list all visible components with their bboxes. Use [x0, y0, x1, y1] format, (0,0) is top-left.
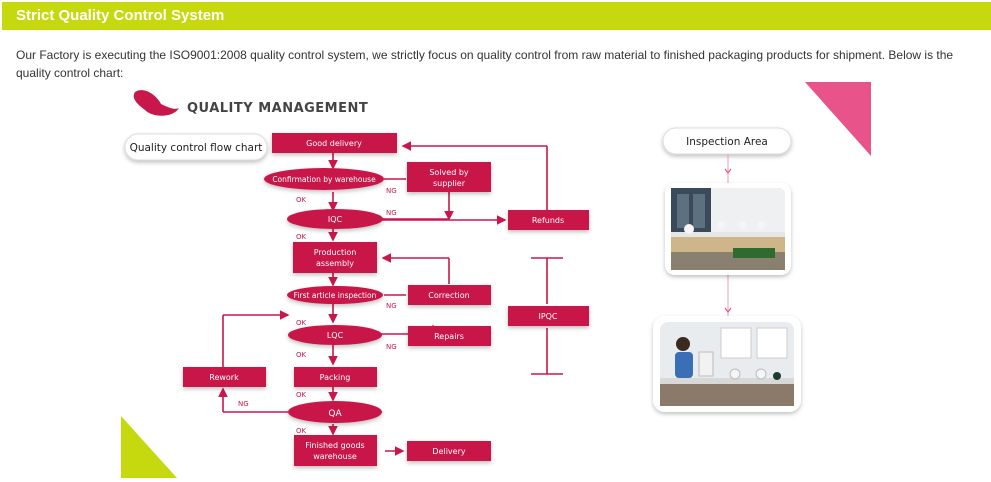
edge-label-ng: NG: [386, 209, 397, 217]
node-packing: Packing: [294, 367, 377, 387]
flow-chart-label: Quality control flow chart: [130, 142, 263, 154]
quality-management-figure: QUALITY MANAGEMENT Quality control flow …: [121, 82, 871, 478]
node-lqc-label: LQC: [327, 331, 344, 340]
node-first-article-inspection: First article inspection: [287, 286, 383, 304]
node-good-delivery-label: Good delivery: [306, 139, 362, 148]
node-solved-by-supplier: Solved by supplier: [407, 162, 491, 192]
node-production-label-2: assembly: [316, 259, 354, 268]
node-ipqc: IPQC: [508, 306, 589, 326]
flow-chart-label-pill: [124, 133, 268, 161]
flow-chart-svg: QUALITY MANAGEMENT Quality control flow …: [121, 82, 871, 478]
edge-label-ok: OK: [296, 351, 307, 359]
inspection-photo-lab: [665, 183, 791, 275]
node-first-article-label: First article inspection: [294, 291, 377, 300]
inspection-area-label: Inspection Area: [686, 136, 768, 148]
node-good-delivery: Good delivery: [272, 133, 397, 153]
edge-label-ok: OK: [296, 427, 307, 435]
section-header: Strict Quality Control System: [2, 2, 991, 30]
node-ipqc-label: IPQC: [538, 312, 557, 321]
node-solved-label-1: Solved by: [429, 168, 469, 177]
node-correction: Correction: [408, 285, 491, 305]
edge-label-ng: NG: [386, 302, 397, 310]
node-finished-goods-warehouse: Finished goods warehouse: [294, 435, 377, 466]
edge-label-ok: OK: [296, 391, 307, 399]
node-iqc: IQC: [287, 209, 383, 229]
node-qa-label: QA: [328, 409, 342, 419]
node-repairs-label: Repairs: [434, 332, 464, 341]
brand-logo-icon: [133, 90, 179, 116]
edge-label-ng: NG: [238, 400, 249, 408]
node-refunds: Refunds: [508, 210, 589, 230]
node-confirmation-label: Confirmation by warehouse: [272, 175, 376, 184]
edge-label-ng: NG: [386, 187, 397, 195]
node-delivery-label: Delivery: [432, 447, 465, 456]
section-title: Strict Quality Control System: [16, 7, 225, 24]
node-iqc-label: IQC: [328, 215, 343, 224]
node-delivery: Delivery: [407, 441, 491, 461]
node-solved-label-2: supplier: [433, 179, 466, 188]
chevron-down-icon: [724, 307, 732, 313]
node-confirmation: Confirmation by warehouse: [264, 168, 384, 190]
edge-label-ok: OK: [296, 196, 307, 204]
node-finished-label-2: warehouse: [313, 452, 357, 461]
node-qa: QA: [288, 401, 382, 423]
node-finished-label-1: Finished goods: [305, 441, 364, 450]
node-packing-label: Packing: [320, 373, 351, 382]
pink-corner-decoration: [805, 82, 871, 156]
edge-label-ok: OK: [296, 233, 307, 241]
node-production-assembly: Production assembly: [293, 242, 377, 273]
inspection-area-pill: [662, 127, 792, 155]
inspection-photo-worker: [653, 316, 801, 412]
edge-label-ng: NG: [386, 343, 397, 351]
node-refunds-label: Refunds: [532, 216, 564, 225]
node-repairs: Repairs: [408, 326, 491, 346]
edge-label-ok: OK: [296, 319, 307, 327]
node-rework: Rework: [183, 367, 266, 387]
node-rework-label: Rework: [209, 373, 239, 382]
figure-heading: QUALITY MANAGEMENT: [187, 101, 368, 116]
chevron-down-icon: [724, 168, 732, 174]
node-lqc: LQC: [288, 325, 382, 345]
node-production-label-1: Production: [314, 248, 357, 257]
node-correction-label: Correction: [428, 291, 469, 300]
green-corner-decoration: [121, 416, 177, 478]
intro-paragraph: Our Factory is executing the ISO9001:200…: [16, 48, 954, 80]
